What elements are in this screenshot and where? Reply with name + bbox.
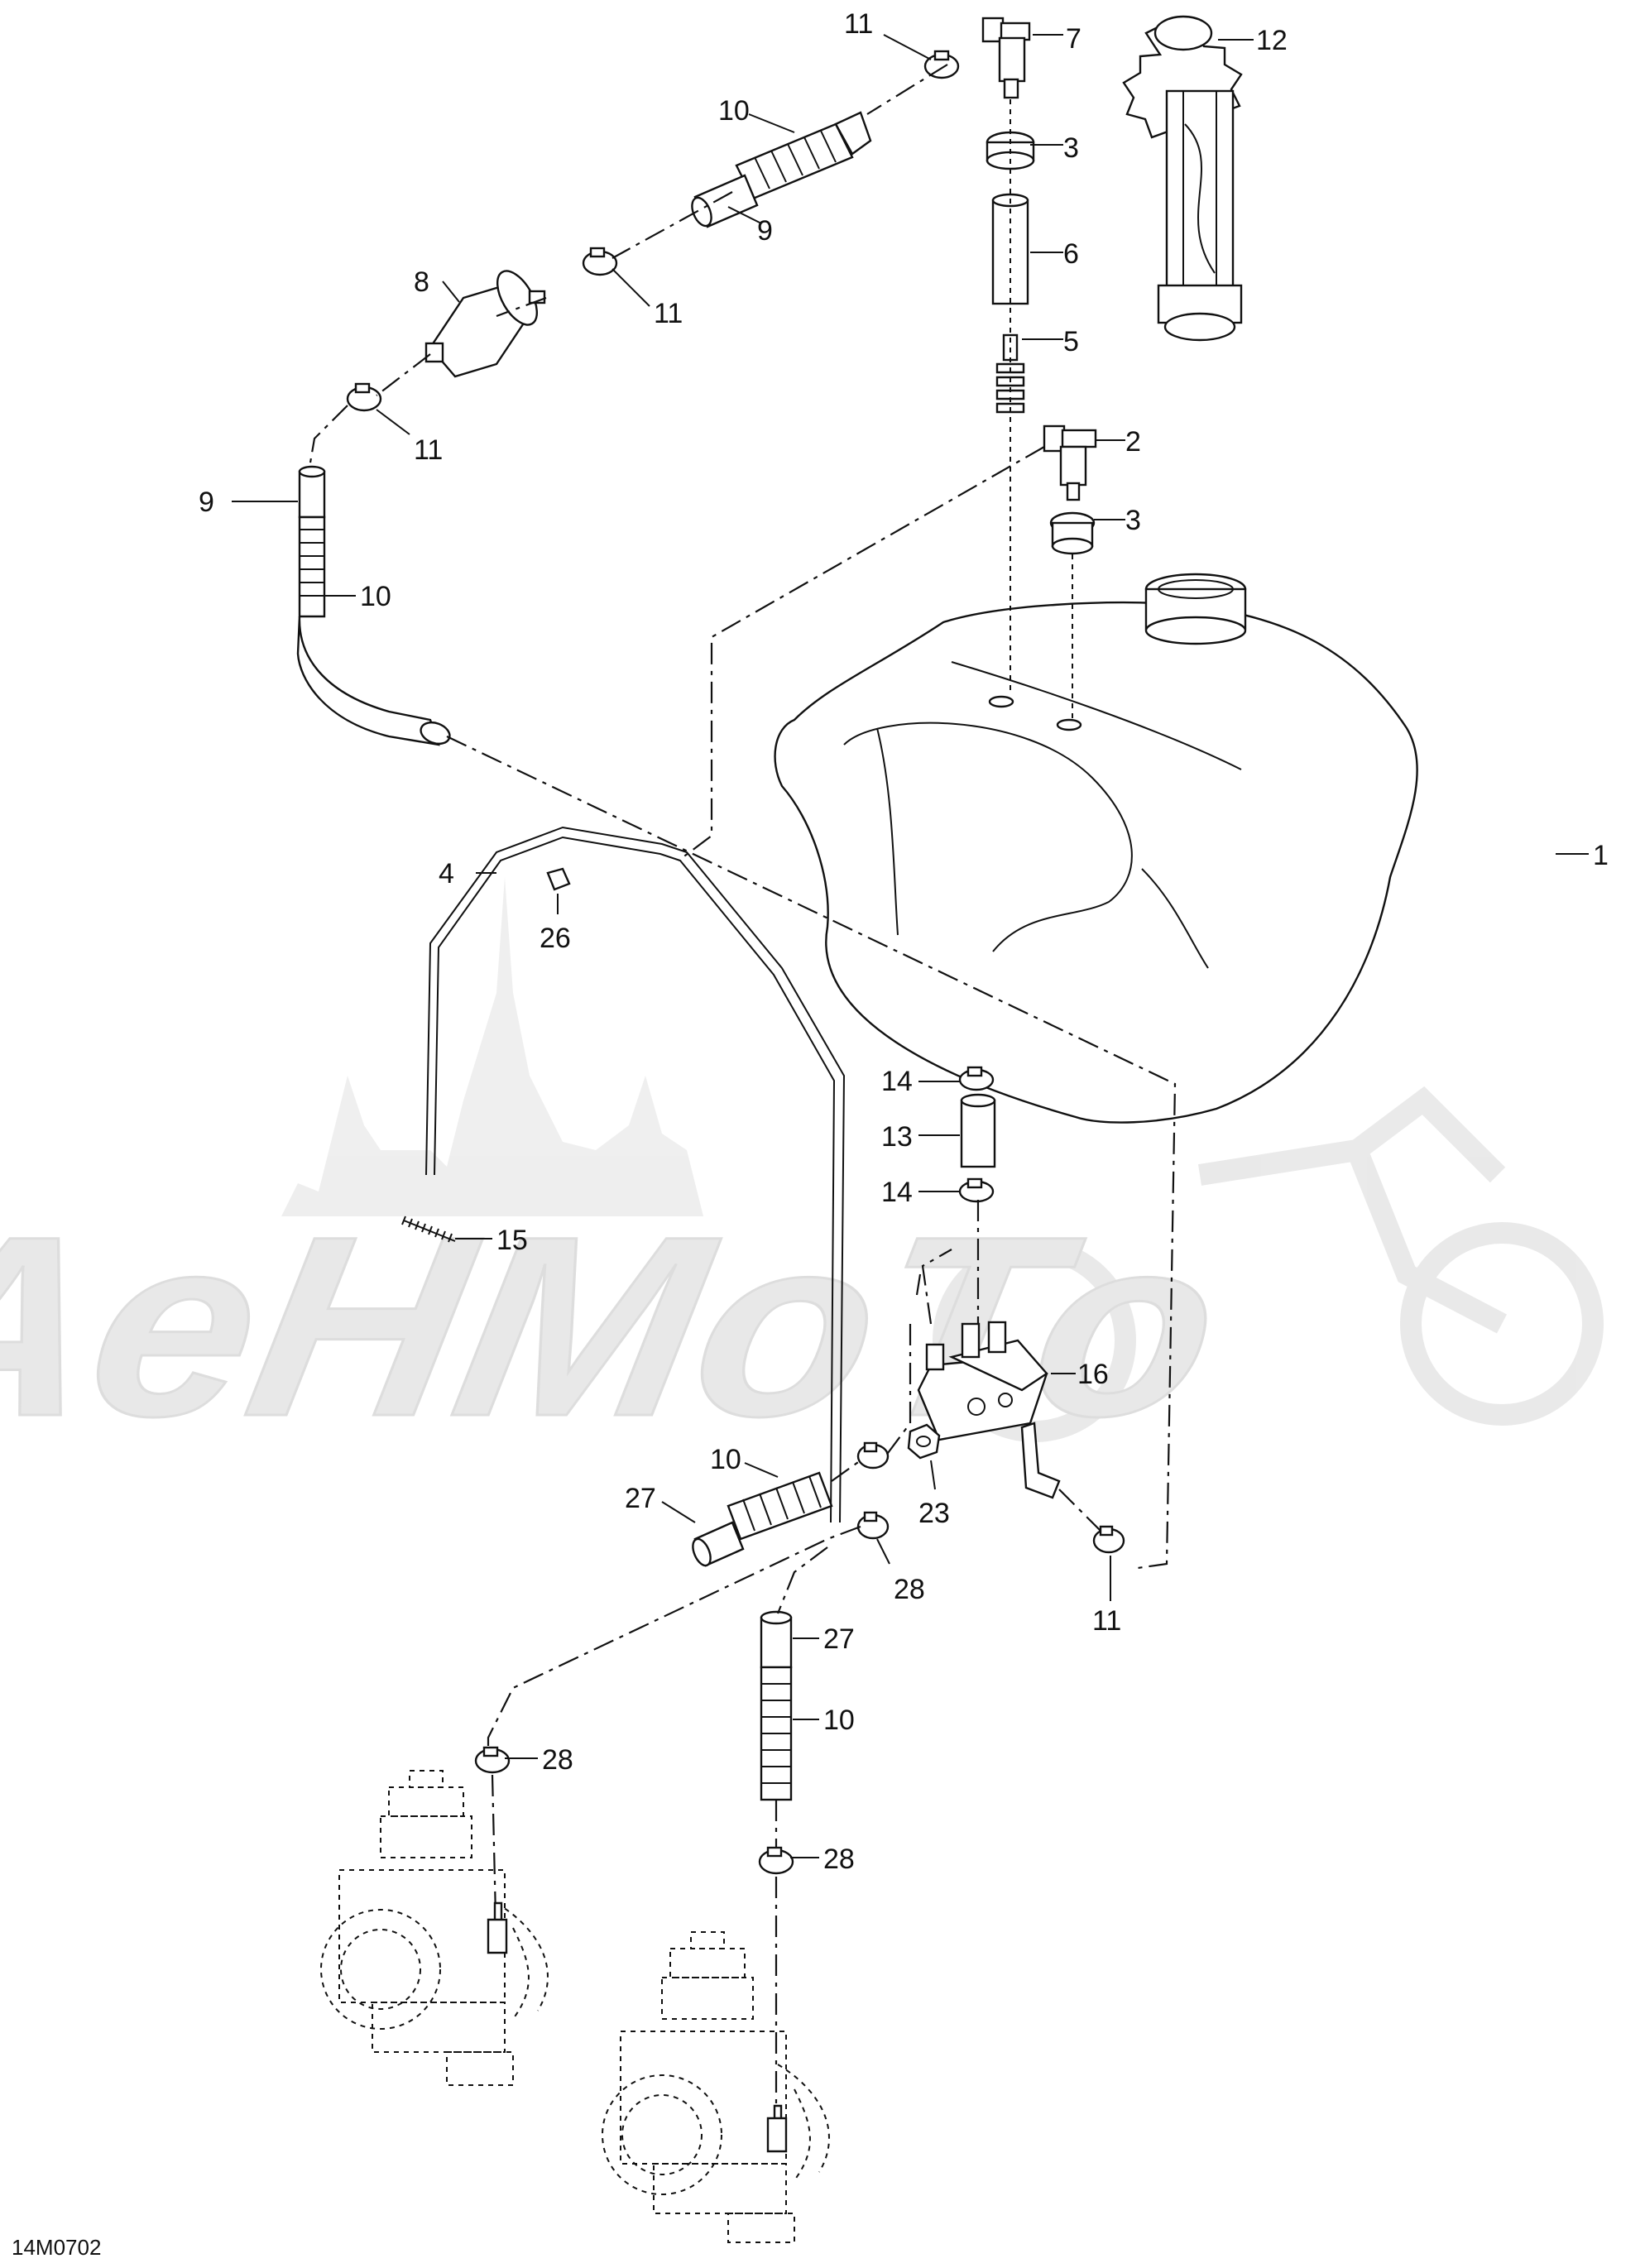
watermark-city-silhouette bbox=[281, 877, 703, 1216]
clamp-part-pump-left bbox=[856, 1441, 890, 1470]
spring-hose-protector-part-lower bbox=[727, 1471, 833, 1541]
vent-hose-part bbox=[991, 193, 1029, 305]
fuel-hose-part-top bbox=[691, 111, 872, 228]
clamp-part-left bbox=[346, 382, 382, 412]
callout-9-top: 9 bbox=[757, 215, 773, 247]
callout-10-lower: 10 bbox=[823, 1705, 855, 1736]
clamp-part-11-pump bbox=[1092, 1525, 1125, 1554]
fuel-hose-part-left bbox=[296, 465, 451, 746]
callout-11-mid: 11 bbox=[654, 298, 683, 329]
vent-fitting-tee-part bbox=[981, 17, 1031, 99]
clip-part-26 bbox=[546, 867, 571, 891]
carburetor-left bbox=[320, 1770, 549, 2086]
callout-6: 6 bbox=[1063, 238, 1079, 270]
callout-7: 7 bbox=[1066, 23, 1081, 55]
fuel-hose-part-lower-left bbox=[692, 1521, 745, 1567]
callout-28-pump: 28 bbox=[894, 1574, 925, 1605]
fuel-level-sender-part bbox=[1122, 15, 1243, 342]
spring-part-15 bbox=[401, 1216, 456, 1243]
fuel-line-tube-part bbox=[425, 826, 846, 1523]
callout-27-left: 27 bbox=[625, 1483, 656, 1514]
callout-1: 1 bbox=[1593, 840, 1609, 871]
callout-16: 16 bbox=[1077, 1359, 1109, 1390]
watermark: AeHMoTo bbox=[0, 877, 1604, 1471]
clamp-part-mid bbox=[582, 247, 618, 276]
clamp-part-28-c bbox=[758, 1846, 794, 1875]
clamp-part-14-top bbox=[958, 1066, 995, 1091]
clamp-part-top bbox=[923, 50, 960, 79]
callout-14-top: 14 bbox=[881, 1066, 913, 1097]
fuel-filter-part bbox=[424, 270, 546, 378]
grommet-part-lower bbox=[1049, 511, 1096, 555]
hose-part-13 bbox=[960, 1093, 996, 1168]
fuel-hose-part-lower-right bbox=[760, 1610, 793, 1801]
callout-26: 26 bbox=[540, 923, 571, 954]
callout-13: 13 bbox=[881, 1121, 913, 1153]
callout-3-lower: 3 bbox=[1125, 505, 1141, 536]
drawing-code: 14M0702 bbox=[12, 2235, 101, 2260]
fuel-tank-part bbox=[774, 573, 1418, 1124]
nut-part-23 bbox=[907, 1423, 941, 1460]
callout-11-left: 11 bbox=[414, 434, 443, 466]
callout-28-left: 28 bbox=[542, 1744, 573, 1776]
callout-11-top: 11 bbox=[844, 8, 873, 40]
callout-10-pump: 10 bbox=[710, 1444, 741, 1475]
callout-9-left: 9 bbox=[199, 487, 214, 518]
callout-14-bottom: 14 bbox=[881, 1177, 913, 1208]
watermark-motorcycle-icon bbox=[933, 1086, 1604, 1442]
watermark-text: AeHMoTo bbox=[0, 1183, 1240, 1470]
callout-28-right: 28 bbox=[823, 1844, 855, 1875]
callout-5: 5 bbox=[1063, 326, 1079, 357]
carburetor-right bbox=[602, 1931, 830, 2243]
callout-23: 23 bbox=[918, 1498, 950, 1529]
callout-10-left: 10 bbox=[360, 581, 391, 612]
clamp-part-28-b bbox=[474, 1746, 511, 1774]
callout-11-pump: 11 bbox=[1092, 1605, 1121, 1637]
callout-8: 8 bbox=[414, 266, 429, 298]
callout-10-top: 10 bbox=[718, 95, 750, 127]
callout-2: 2 bbox=[1125, 426, 1141, 458]
callout-4: 4 bbox=[439, 858, 454, 889]
spring-hose-protector-part-top bbox=[735, 122, 854, 200]
clamp-part-28-a bbox=[856, 1511, 890, 1540]
callout-15: 15 bbox=[496, 1225, 528, 1256]
leader-lines bbox=[232, 34, 1589, 1858]
outlet-tee-fitting-part bbox=[1043, 424, 1097, 501]
callout-27-right: 27 bbox=[823, 1623, 855, 1655]
fuel-pump-part bbox=[917, 1321, 1061, 1499]
clamp-part-14-bottom bbox=[958, 1177, 995, 1203]
callout-3-upper: 3 bbox=[1063, 132, 1079, 164]
callout-labels: 11 7 12 10 3 9 6 8 11 5 2 11 9 3 10 1 4 … bbox=[199, 8, 1609, 1875]
callout-12: 12 bbox=[1256, 25, 1288, 56]
